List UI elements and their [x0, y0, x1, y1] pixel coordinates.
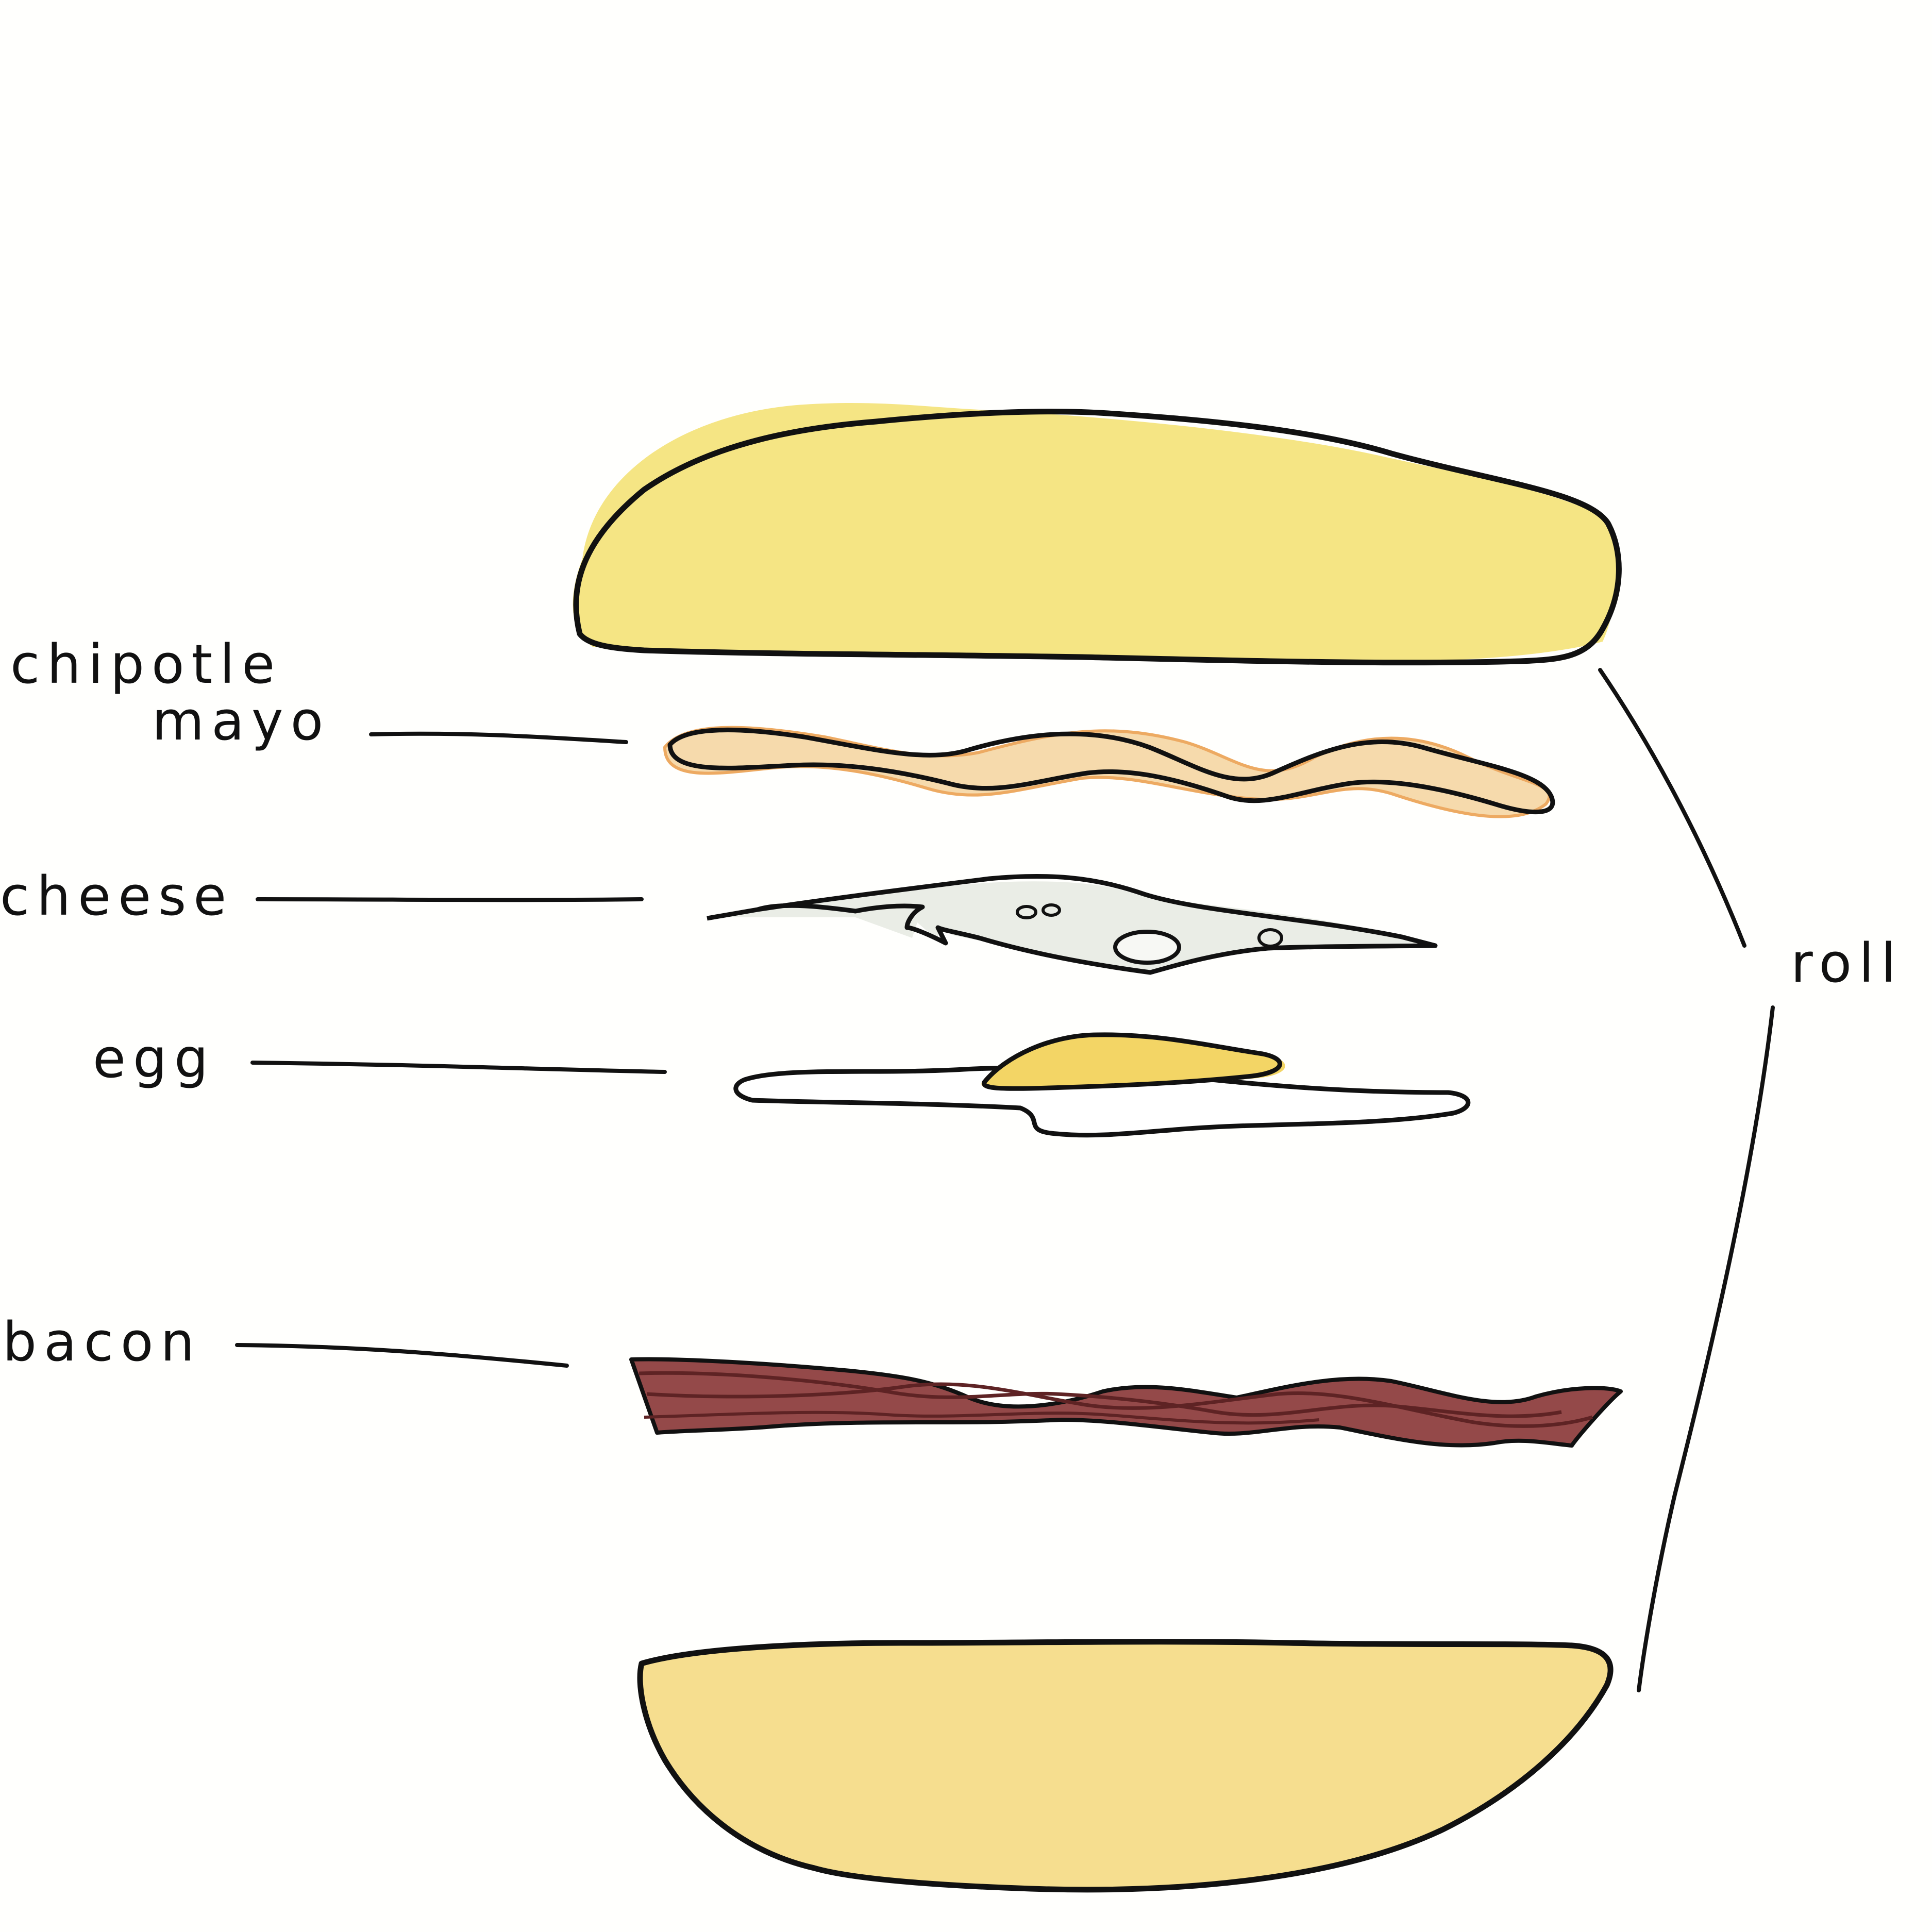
label-mayo: mayo: [152, 690, 330, 752]
label-bacon: bacon: [3, 1311, 201, 1373]
leader-lines: [235, 668, 1775, 1692]
leader-line-egg: [250, 1061, 667, 1074]
label-roll: roll: [1791, 932, 1903, 995]
leader-line-cheese: [256, 897, 644, 902]
label-egg: egg: [93, 1027, 215, 1090]
leader-line-roll-bottom: [1637, 1005, 1775, 1692]
bottom-bun: [637, 1639, 1614, 1893]
fried-egg: [733, 1032, 1471, 1138]
top-bun: [573, 403, 1622, 666]
chipotle-mayo: [663, 726, 1555, 818]
cheese-slice: [706, 873, 1438, 975]
leader-line-chipotle-mayo: [369, 731, 628, 744]
bacon-strip: [629, 1357, 1623, 1448]
label-cheese: cheese: [0, 865, 233, 928]
labels: chipotle mayo cheese egg bacon roll: [0, 633, 1903, 1373]
leader-line-roll-top: [1598, 668, 1746, 948]
leader-line-bacon: [235, 1343, 569, 1368]
label-chipotle: chipotle: [10, 633, 282, 696]
